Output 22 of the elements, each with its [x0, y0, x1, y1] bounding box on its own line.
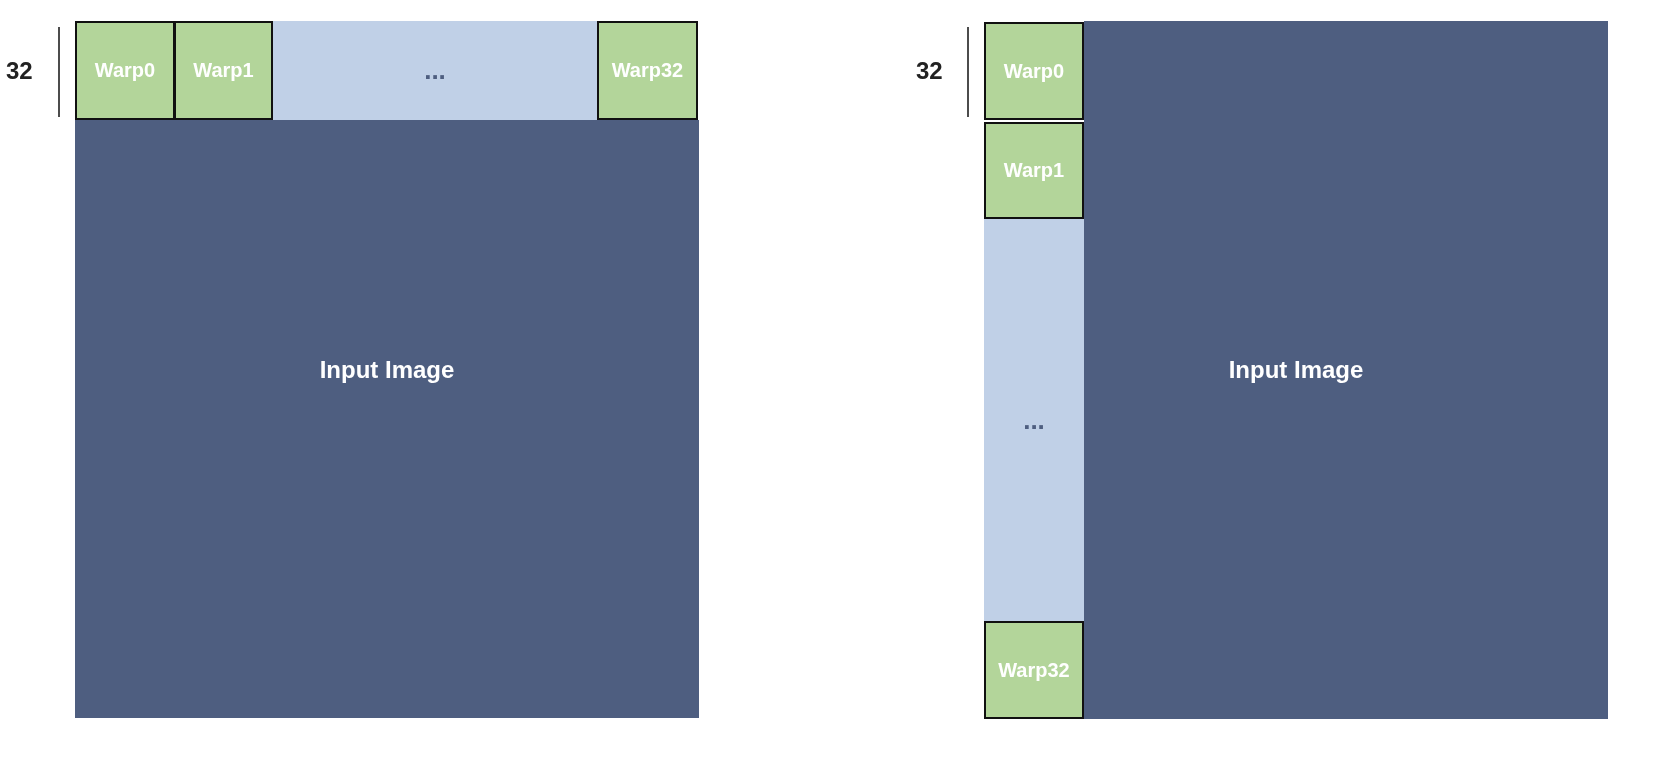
block-label: Warp0: [1003, 59, 1065, 83]
block-label: ...: [1023, 404, 1045, 436]
block-label: Warp32: [998, 658, 1070, 682]
block-label: Warp1: [1003, 159, 1065, 182]
warp-block: [984, 122, 1084, 219]
warp-block: [174, 21, 273, 120]
dimension-value: 32: [916, 57, 943, 85]
block-label: Input Image: [1228, 356, 1364, 384]
warp-block: [984, 22, 1084, 120]
warp-strip: [984, 219, 1084, 621]
warp-strip: [273, 21, 597, 120]
dimension-value: 32: [6, 57, 33, 85]
warp-block: [984, 621, 1084, 719]
block-label: Warp1: [193, 59, 254, 82]
block-label: ...: [424, 55, 446, 86]
block-label: Warp32: [611, 59, 684, 82]
block-label: Input Image: [319, 356, 455, 384]
block-label: Warp0: [94, 59, 156, 82]
warp-block: [597, 21, 698, 120]
warp-block: [75, 21, 175, 120]
input-image-block: [1084, 21, 1608, 719]
input-image-block: [75, 120, 699, 718]
